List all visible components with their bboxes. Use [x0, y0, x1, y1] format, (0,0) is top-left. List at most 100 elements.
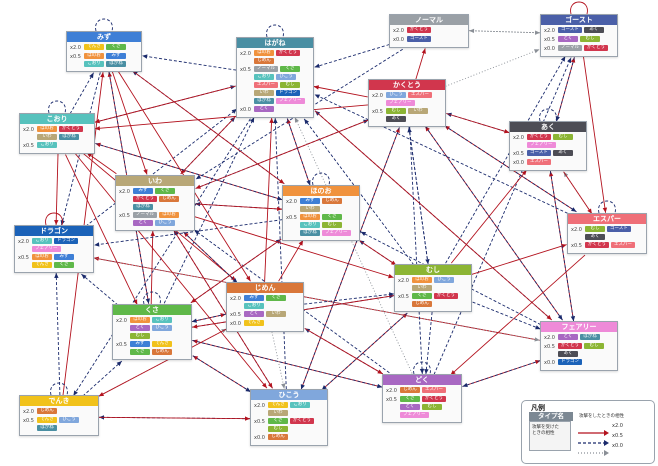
edge-arrowhead	[269, 117, 274, 123]
type-card-title: ゴースト	[541, 15, 617, 25]
edge-arrowhead	[249, 117, 255, 123]
edge-hagane-to-koori	[94, 85, 236, 123]
type-chip-hikou: ひこう	[276, 74, 296, 80]
multiplier-label: x0.0	[513, 160, 524, 166]
edge-normal-to-hagane	[314, 44, 390, 68]
multiplier-label: x2.0	[571, 227, 582, 233]
type-chip-hagane: はがね	[254, 98, 274, 104]
edge-arrowhead	[602, 207, 608, 213]
edge-kusa-to-doku	[192, 339, 383, 388]
type-chip-koori: こおり	[32, 238, 52, 244]
edge-aku-to-esper	[563, 171, 593, 215]
type-chip-aku: あく	[585, 234, 605, 240]
type-chip-mizu: みず	[130, 341, 150, 347]
edge-fairy-to-kakutou	[424, 125, 563, 321]
type-chip-koori: こおり	[254, 74, 274, 80]
multiplier-label: x2.0	[372, 93, 383, 99]
type-chip-iwa: いわ	[412, 285, 432, 291]
edge-kakutou-to-koori	[94, 104, 368, 130]
type-chip-dragon: ドラゴン	[54, 238, 78, 244]
type-chip-aku: あく	[558, 351, 578, 357]
edge-arrowhead	[377, 383, 383, 389]
edge-arrowhead	[231, 108, 237, 114]
type-chip-jimen: じめん	[322, 198, 342, 204]
edge-arrowhead	[143, 169, 148, 175]
multiplier-label: x0.5	[398, 294, 409, 300]
type-card-title: エスパー	[568, 214, 646, 224]
multiplier-label: x0.0	[544, 360, 555, 366]
type-chip-honoo: ほのお	[84, 53, 104, 59]
edge-arrowhead	[89, 72, 94, 79]
edge-mushi-to-doku	[425, 312, 433, 375]
legend-none-arrow	[578, 450, 609, 456]
legend-none-label: x0.0	[612, 443, 623, 449]
type-chip-hagane: はがね	[580, 334, 600, 340]
edge-mushi-to-hikou	[321, 312, 408, 391]
edge-koori-to-hikou	[74, 152, 268, 389]
type-chip-mushi: むし	[422, 404, 442, 410]
edge-arrowhead	[377, 369, 383, 374]
multiplier-label: x0.0	[544, 46, 555, 52]
multiplier-label: x0.5	[286, 215, 297, 221]
type-chip-jimen: じめん	[37, 408, 57, 414]
edge-arrowhead	[294, 117, 299, 123]
multiplier-label: x0.5	[372, 109, 383, 115]
type-chip-kakutou: かくとう	[584, 45, 608, 51]
type-chip-honoo: ほのお	[159, 212, 179, 218]
type-chip-koori: こおり	[152, 317, 172, 323]
legend-type-name: タイプ名	[529, 412, 573, 421]
edge-arrowhead	[142, 54, 148, 59]
edge-kakutou-to-hikou	[300, 127, 400, 390]
type-chip-ghost: ゴースト	[407, 36, 431, 42]
type-chip-iwa: いわ	[254, 90, 274, 96]
legend-row-strong: x2.0	[576, 422, 652, 436]
edge-arrowhead	[425, 259, 430, 265]
type-chip-doku: どく	[130, 325, 150, 331]
type-chip-kakutou: かくとう	[276, 50, 300, 56]
edge-arrowhead	[421, 48, 426, 54]
multiplier-label: x2.0	[230, 296, 241, 302]
type-chip-hikou: ひこう	[59, 417, 79, 423]
type-chip-kakutou: かくとう	[407, 27, 431, 33]
legend-title: 凡例	[531, 404, 545, 412]
multiplier-label: x0.5	[386, 397, 397, 403]
edge-arrowhead	[94, 118, 100, 124]
edge-arrowhead	[94, 126, 100, 131]
type-chip-mushi: むし	[386, 108, 406, 114]
type-chip-iwa: いわ	[408, 108, 428, 114]
type-chip-kusa: くさ	[155, 188, 175, 194]
edge-arrowhead	[314, 94, 321, 99]
type-chip-denki: でんき	[84, 44, 104, 50]
multiplier-label: x0.5	[70, 54, 81, 60]
type-chip-normal: ノーマル	[558, 45, 582, 51]
edge-arrowhead	[54, 220, 59, 225]
type-chip-mushi: むし	[585, 226, 605, 232]
edge-arrowhead	[306, 180, 311, 186]
self-loop-mizu	[95, 18, 113, 32]
legend-attack-text: 攻撃をしたときの相性	[579, 414, 624, 419]
type-chip-normal: ノーマル	[133, 212, 157, 218]
type-card-title: こおり	[20, 114, 94, 124]
edge-arrowhead	[567, 57, 572, 64]
self-loop-aku	[539, 108, 557, 122]
multiplier-label: x0.5	[544, 344, 555, 350]
edge-arrowhead	[54, 273, 59, 278]
edge-iwa-to-jimen	[183, 231, 238, 284]
